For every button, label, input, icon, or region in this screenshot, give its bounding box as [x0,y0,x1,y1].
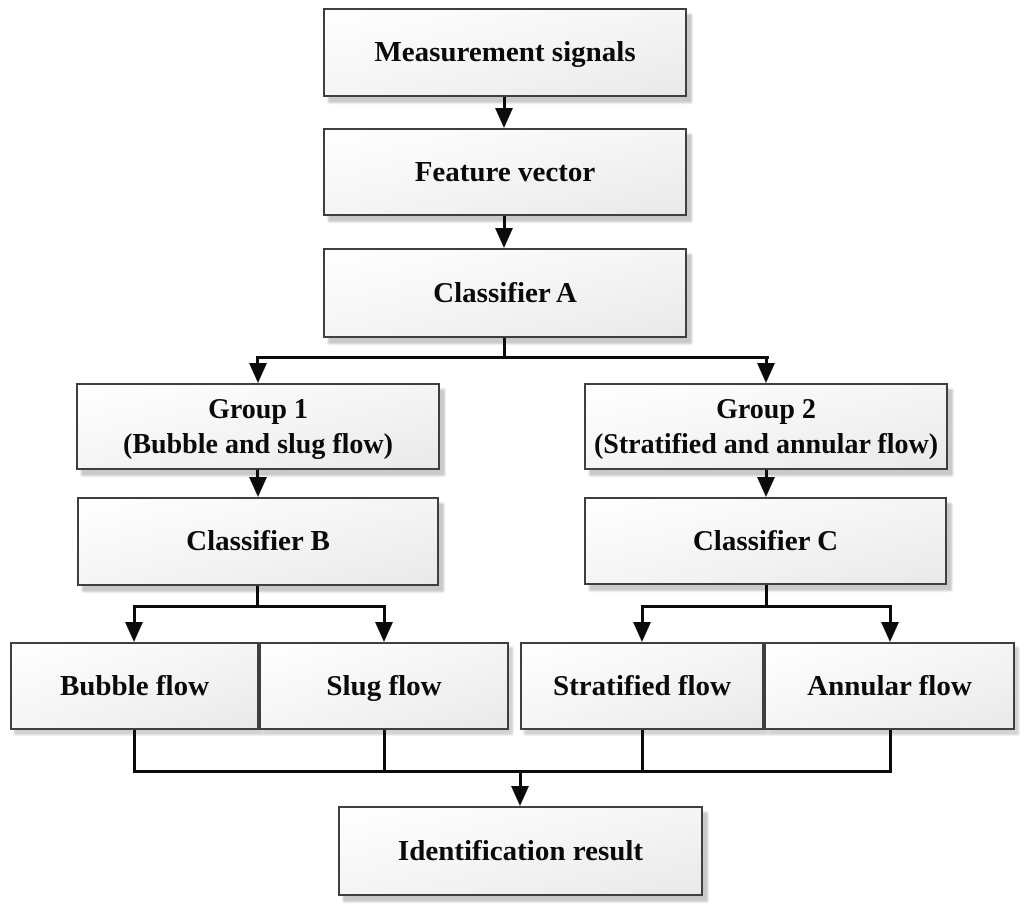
arrowhead-down-icon [633,622,651,642]
node-annular-flow-label: Annular flow [807,669,972,702]
node-feature-vector-label: Feature vector [414,155,596,188]
arrowhead-down-icon [757,477,775,497]
edge-classifier-a-stem-line [503,338,506,359]
edge-annular-to-collector-line [889,730,892,773]
edge-bubble-to-collector-line [133,730,136,773]
edge-branch-to-bubble-line [133,605,136,624]
node-classifier-a-label: Classifier A [433,276,577,309]
node-slug-flow-label: Slug flow [326,669,442,702]
node-stratified-flow: Stratified flow [520,642,764,730]
node-identification-result-label: Identification result [397,834,644,867]
arrowhead-down-icon [511,786,529,806]
arrowhead-down-icon [757,363,775,383]
edge-classifier-c-stem-line [765,585,768,608]
node-stratified-flow-label: Stratified flow [553,669,731,702]
edge-stratified-to-collector-line [641,730,644,773]
edge-slug-to-collector-line [383,730,386,773]
node-group-1-subtitle: (Bubble and slug flow) [123,428,393,460]
edge-branch-to-group-1-line [256,356,259,365]
node-bubble-flow: Bubble flow [10,642,259,730]
edge-classifier-a-branch-line [256,356,769,359]
edge-feature-to-classifier-a-line [503,216,506,230]
arrowhead-down-icon [495,108,513,128]
node-bubble-flow-label: Bubble flow [59,669,210,702]
node-feature-vector: Feature vector [323,128,687,216]
arrowhead-down-icon [249,477,267,497]
edge-branch-to-stratified-line [641,605,644,624]
edge-classifier-c-branch-line [641,605,892,608]
node-classifier-b-label: Classifier B [186,525,330,558]
edge-classifier-b-stem-line [256,586,259,608]
node-classifier-b: Classifier B [77,497,439,586]
node-group-2-subtitle: (Stratified and annular flow) [593,428,939,460]
node-measurement-signals: Measurement signals [323,8,687,97]
edge-group-1-to-classifier-b-line [256,470,259,479]
edge-group-2-to-classifier-c-line [765,470,768,479]
edge-branch-to-annular-line [889,605,892,624]
node-measurement-signals-label: Measurement signals [374,36,636,69]
node-group-1-title: Group 1 [208,393,308,425]
node-classifier-a: Classifier A [323,248,687,338]
arrowhead-down-icon [249,363,267,383]
edge-branch-to-slug-line [383,605,386,624]
edge-measurement-to-feature-line [503,97,506,110]
node-identification-result: Identification result [338,806,703,896]
node-annular-flow: Annular flow [764,642,1015,730]
edge-classifier-b-branch-line [133,605,386,608]
edge-collector-horizontal-line [133,770,892,773]
node-classifier-c-label: Classifier C [692,524,839,557]
node-group-2: Group 2 (Stratified and annular flow) [584,383,948,470]
arrowhead-down-icon [375,622,393,642]
arrowhead-down-icon [495,228,513,248]
arrowhead-down-icon [881,622,899,642]
arrowhead-down-icon [125,622,143,642]
node-slug-flow: Slug flow [259,642,509,730]
node-classifier-c: Classifier C [584,497,947,585]
node-group-1: Group 1 (Bubble and slug flow) [76,383,440,470]
edge-branch-to-group-2-line [765,356,768,365]
edge-collector-to-result-line [519,770,522,788]
node-group-2-title: Group 2 [716,393,816,425]
